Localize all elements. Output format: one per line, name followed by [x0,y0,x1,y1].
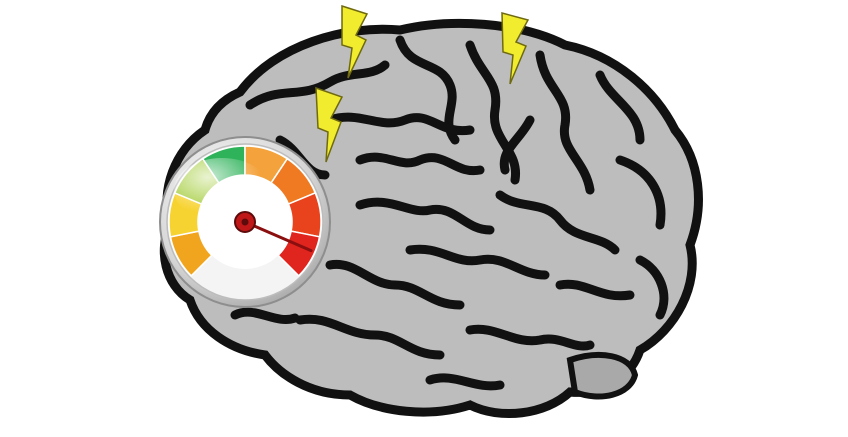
stress-gauge [159,136,331,308]
gauge-needle [243,220,313,253]
lightning-bolt-icon [315,86,344,163]
brain [159,18,703,419]
lightning-bolt-icon [501,12,530,85]
gauge-gloss [174,158,270,222]
lightning-bolts [315,4,530,163]
gauge-hub-center [241,218,249,226]
brain-folds [190,35,669,391]
lightning-bolt-icon [341,4,369,79]
cerebellum [566,352,639,400]
